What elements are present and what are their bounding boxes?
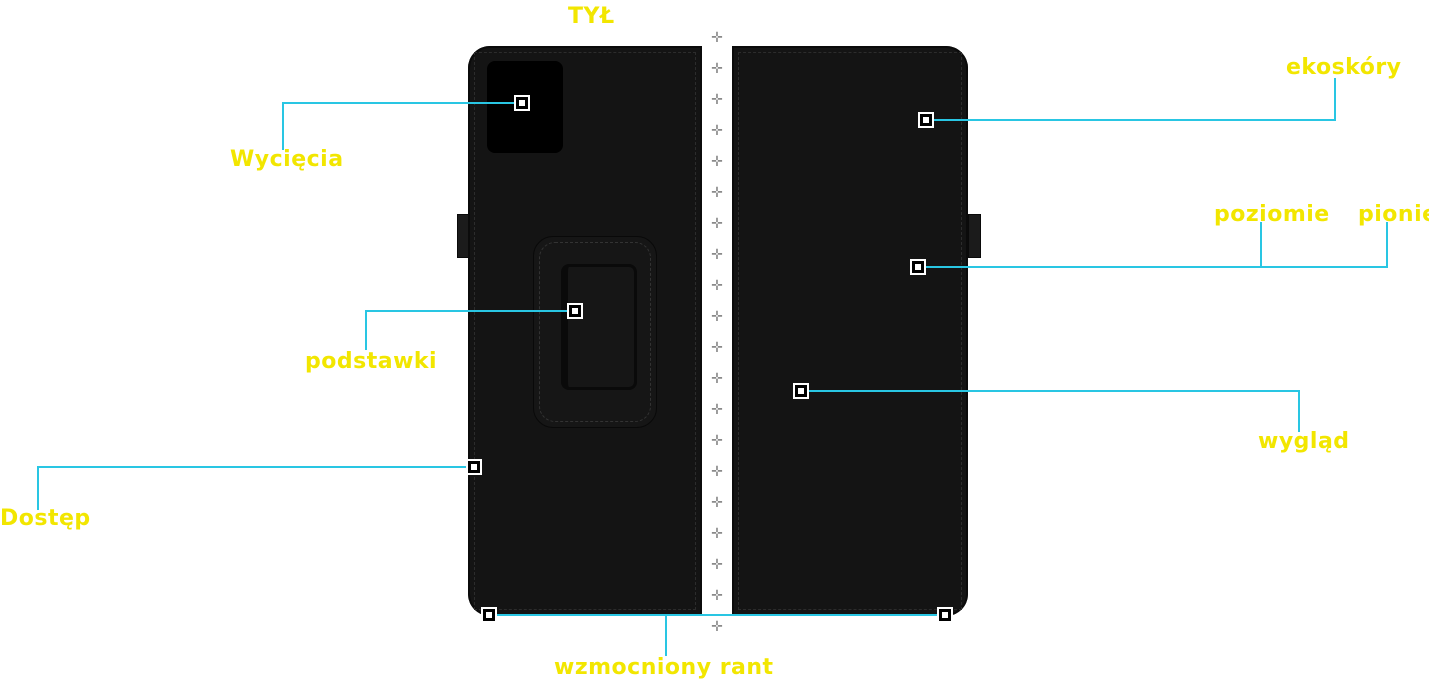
fold-stitch-column: ✛ ✛ ✛ ✛ ✛ ✛ ✛ ✛ ✛ ✛ ✛ ✛ ✛ ✛ ✛ ✛ ✛ ✛ ✛ ✛ [706, 28, 728, 638]
cross-stitch-icon: ✛ [711, 557, 723, 573]
cross-stitch-icon: ✛ [711, 185, 723, 201]
right-side-tab [968, 214, 981, 258]
label-reinforced-edge: wzmocniony rant [554, 655, 774, 680]
cross-stitch-icon: ✛ [711, 495, 723, 511]
callout-line-stand [365, 310, 575, 350]
marker-edge-left [481, 607, 497, 623]
cross-stitch-icon: ✛ [711, 61, 723, 77]
marker-orientation [910, 259, 926, 275]
label-vertical: pionie [1358, 202, 1429, 227]
cross-stitch-icon: ✛ [711, 92, 723, 108]
cross-stitch-icon: ✛ [711, 619, 723, 635]
cross-stitch-icon: ✛ [711, 340, 723, 356]
callout-line-orientation [918, 222, 1388, 268]
callout-line-cutouts [282, 102, 522, 150]
marker-stand [567, 303, 583, 319]
case-front-panel [732, 46, 968, 616]
cross-stitch-icon: ✛ [711, 216, 723, 232]
cross-stitch-icon: ✛ [711, 123, 723, 139]
cross-stitch-icon: ✛ [711, 309, 723, 325]
cross-stitch-icon: ✛ [711, 588, 723, 604]
label-eco-leather: ekoskóry [1286, 55, 1402, 80]
cross-stitch-icon: ✛ [711, 402, 723, 418]
marker-edge-right [937, 607, 953, 623]
label-access: Dostęp [0, 506, 91, 531]
cross-stitch-icon: ✛ [711, 278, 723, 294]
label-cutouts: Wycięcia [230, 147, 344, 172]
marker-eco-leather [918, 112, 934, 128]
stand-strap-handle [561, 264, 637, 390]
callout-line-access [37, 466, 474, 510]
callout-line-look [801, 390, 1300, 432]
cross-stitch-icon: ✛ [711, 371, 723, 387]
cross-stitch-icon: ✛ [711, 247, 723, 263]
label-stand: podstawki [305, 349, 438, 374]
cross-stitch-icon: ✛ [711, 433, 723, 449]
marker-cutouts [514, 95, 530, 111]
cross-stitch-icon: ✛ [711, 464, 723, 480]
label-horizontal: poziomie [1214, 202, 1330, 227]
view-title: TYŁ [568, 4, 615, 29]
cross-stitch-icon: ✛ [711, 526, 723, 542]
label-look: wygląd [1258, 429, 1350, 454]
callout-line-eco-leather [926, 78, 1336, 121]
marker-access [466, 459, 482, 475]
cross-stitch-icon: ✛ [711, 154, 723, 170]
cross-stitch-icon: ✛ [711, 30, 723, 46]
marker-look [793, 383, 809, 399]
